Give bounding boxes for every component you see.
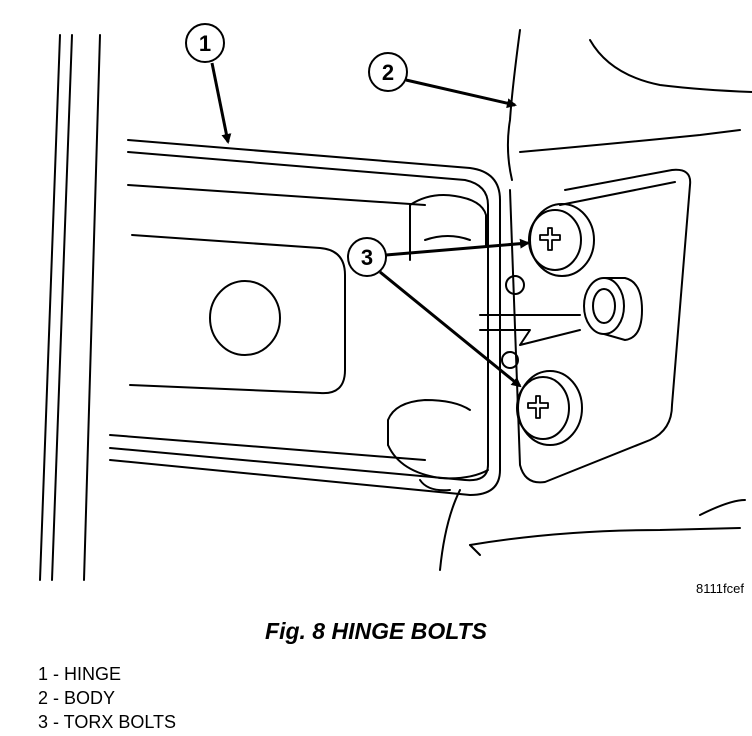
- callout-1: 1: [185, 23, 232, 144]
- hinge-knuckle: [387, 194, 489, 492]
- legend-item: 2 - BODY: [38, 688, 116, 708]
- callout-2: 2: [368, 52, 517, 109]
- callout-2-label: 2: [382, 60, 394, 85]
- callout-3-label: 3: [361, 245, 373, 270]
- torx-bolt-upper: [528, 203, 595, 277]
- body-leaf: [479, 168, 692, 484]
- legend-item: 3 - TORX BOLTS: [38, 712, 177, 732]
- bushing: [583, 277, 643, 341]
- figure-code: 8111fcef: [696, 581, 744, 596]
- hinge-leaf: [109, 139, 501, 496]
- torx-bolt-lower: [516, 370, 583, 446]
- legend-item: 1 - HINGE: [38, 664, 122, 684]
- callout-1-label: 1: [199, 31, 211, 56]
- legend: 1 - HINGE 2 - BODY 3 - TORX BOLTS: [38, 662, 176, 734]
- callout-3: 3: [347, 237, 530, 388]
- body-panel: [439, 29, 752, 571]
- door-edge: [39, 34, 101, 581]
- figure-caption: Fig. 8 HINGE BOLTS: [265, 618, 487, 644]
- hinge-bolts-illustration: 1 2 3: [39, 23, 752, 581]
